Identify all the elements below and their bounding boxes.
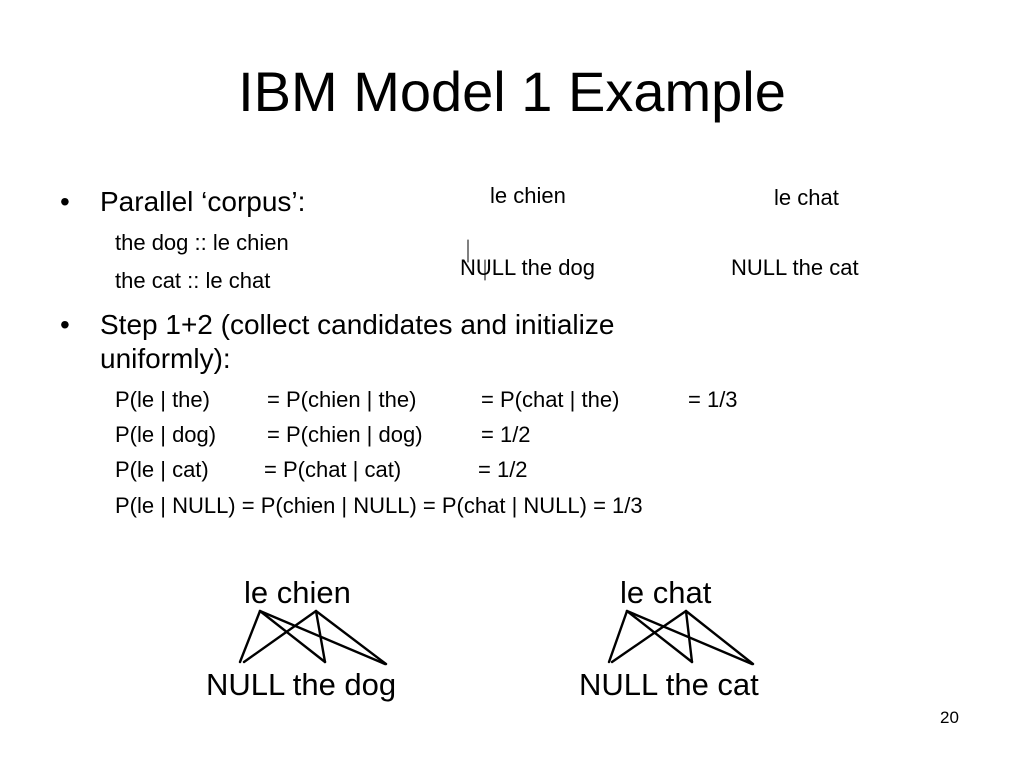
bullet-parallel-corpus: Parallel ‘corpus’: — [100, 186, 306, 217]
top-left-english: NULL the dog — [460, 255, 595, 280]
top-right-french: le chat — [774, 185, 839, 210]
alignment-line — [625, 609, 694, 664]
prob-row4: P(le | NULL) = P(chien | NULL) = P(chat … — [115, 493, 643, 518]
bottom-right-french: le chat — [620, 575, 712, 610]
alignment-line — [258, 609, 327, 664]
prob-row3-col3: = 1/2 — [478, 457, 528, 482]
alignment-line — [314, 609, 388, 666]
alignment-line — [610, 609, 688, 664]
alignment-line — [242, 609, 318, 664]
bullet-step-line1: Step 1+2 (collect candidates and initial… — [100, 309, 615, 340]
bottom-left-english: NULL the dog — [206, 667, 397, 702]
prob-row1-col3: = P(chat | the) — [481, 387, 620, 412]
alignment-line — [684, 609, 694, 664]
slide-title: IBM Model 1 Example — [238, 60, 786, 123]
prob-row3-col1: P(le | cat) — [115, 457, 209, 482]
alignment-line — [314, 609, 327, 664]
prob-row1-col4: = 1/3 — [688, 387, 738, 412]
bullet-marker: • — [60, 186, 70, 217]
page-number: 20 — [940, 708, 959, 727]
top-right-english: NULL the cat — [731, 255, 859, 280]
bottom-left-french: le chien — [244, 575, 351, 610]
prob-row1-col2: = P(chien | the) — [267, 387, 417, 412]
alignment-line — [625, 609, 754, 666]
alignment-line — [238, 609, 262, 664]
corpus-pair-dog: the dog :: le chien — [115, 230, 289, 255]
prob-row2-col1: P(le | dog) — [115, 422, 217, 447]
bullet-marker: • — [60, 309, 70, 340]
alignment-line — [684, 609, 755, 666]
bottom-right-english: NULL the cat — [579, 667, 759, 702]
prob-row2-col3: = 1/2 — [481, 422, 531, 447]
bullet-step-line2: uniformly): — [100, 343, 231, 374]
prob-row3-col2: = P(chat | cat) — [264, 457, 402, 482]
alignment-line — [607, 609, 629, 664]
prob-row1-col1: P(le | the) — [115, 387, 210, 412]
prob-row2-col2: = P(chien | dog) — [267, 422, 423, 447]
alignment-line — [258, 609, 387, 666]
top-left-french: le chien — [490, 183, 566, 208]
corpus-pair-cat: the cat :: le chat — [115, 268, 271, 293]
